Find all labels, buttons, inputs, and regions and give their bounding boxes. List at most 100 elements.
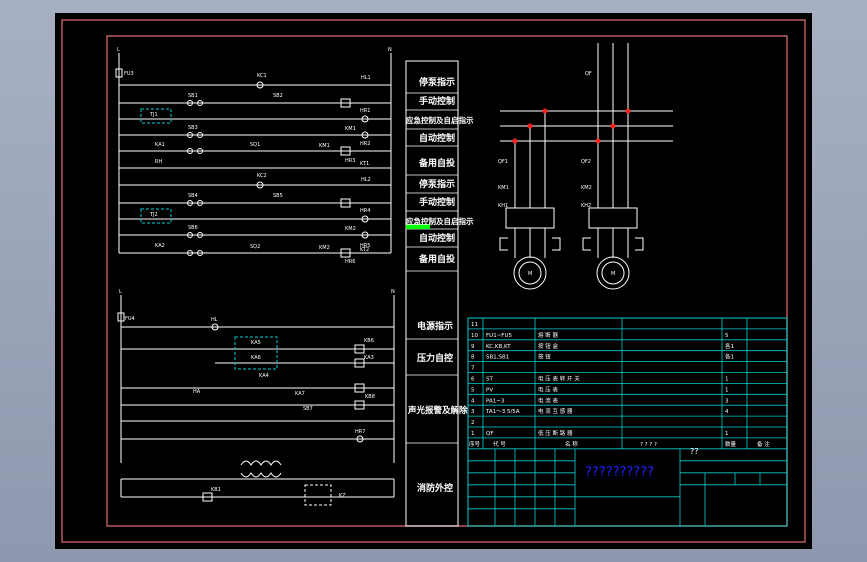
table-cell-code: SB1,SB1 xyxy=(486,355,509,361)
label-tj1: TJ1 xyxy=(149,112,158,118)
inner-frame xyxy=(106,35,788,527)
label-hr7: HR7 xyxy=(355,429,365,435)
label-n1: N xyxy=(388,47,392,53)
label-kc1: KC1 xyxy=(257,73,267,79)
lower-control-circuit xyxy=(117,295,395,506)
table-cell-name: 熔 断 器 xyxy=(538,331,558,339)
label-m1: M xyxy=(528,271,532,277)
motor-labels: QF QF1 QF2 KM1 KM2 KH1 KH2 M M xyxy=(498,71,615,277)
label-sb3: SB3 xyxy=(188,125,198,131)
side-label: 自动控制 xyxy=(419,232,455,244)
side-label-column: 停泵指示 手动控制 应急控制及自启指示 自动控制 备用自投 停泵指示 手动控制 … xyxy=(405,60,474,527)
label-sb5: SB5 xyxy=(273,193,283,199)
label-rh: RH xyxy=(155,159,162,165)
label-hl: HL xyxy=(211,317,218,323)
label-hr5: HR5 xyxy=(360,243,370,249)
label-km1: KM1 xyxy=(498,185,509,191)
side-label: 声光报警及解除 xyxy=(407,405,468,416)
label-km2: KM2 xyxy=(581,185,592,191)
motor-power-circuit xyxy=(499,43,673,290)
label-km1b: KM1 xyxy=(319,143,330,149)
table-cell-no: 5 xyxy=(471,387,475,393)
upper-control-circuit xyxy=(115,53,392,258)
side-label: 停泵指示 xyxy=(419,178,455,190)
label-kt1: KT1 xyxy=(360,161,369,167)
label-sq1: SQ1 xyxy=(250,142,260,148)
side-label: 备用自投 xyxy=(418,253,455,265)
table-cell-name: 电 流 互 感 器 xyxy=(538,407,573,415)
table-cell-qty: 各1 xyxy=(725,342,734,350)
label-hr3: HR3 xyxy=(345,158,355,164)
table-cell-name: 电 压 表 xyxy=(538,385,558,393)
table-cell-code: TA1～3 5/5A xyxy=(485,409,520,415)
label-l1: L xyxy=(117,47,120,53)
side-label: 应急控制及自启指示 xyxy=(406,216,474,226)
label-ka4: KA4 xyxy=(259,373,269,379)
title-text: ?????????? xyxy=(585,465,654,480)
side-label: 压力自控 xyxy=(417,352,453,364)
side-label: 电源指示 xyxy=(417,320,453,332)
label-tj2: TJ2 xyxy=(149,212,158,218)
label-ka7: KA7 xyxy=(295,391,305,397)
table-header-code: 代 号 xyxy=(493,440,506,448)
table-cell-code: ST xyxy=(486,377,493,383)
label-kh1: KH1 xyxy=(498,203,508,209)
label-m2: M xyxy=(611,271,615,277)
table-header-note: 备 注 xyxy=(757,440,770,448)
table-header-no: 序号 xyxy=(469,440,481,448)
table-cell-name: 电 压 表 转 开 关 xyxy=(538,375,580,383)
upper-labels: L N FU3 KC1 HL1 SB1 SB2 HR1 TJ1 SB3 KM1 … xyxy=(117,47,392,265)
side-label: 手动控制 xyxy=(419,196,455,208)
label-hr4: HR4 xyxy=(360,208,370,214)
schematic-svg: L N FU3 KC1 HL1 SB1 SB2 HR1 TJ1 SB3 KM1 … xyxy=(61,19,806,543)
label-sb4: SB4 xyxy=(188,193,198,199)
label-ka5: KA5 xyxy=(251,340,261,346)
label-kt2: KT2 xyxy=(360,247,369,253)
side-label: 手动控制 xyxy=(419,95,455,107)
side-label: 应急控制及自启指示 xyxy=(406,115,474,125)
table-cell-code: PA1~3 xyxy=(486,398,505,404)
table-cell-qty: 4 xyxy=(725,409,729,415)
label-kz: KZ xyxy=(339,493,346,499)
label-kh2: KH2 xyxy=(581,203,591,209)
table-cell-no: 3 xyxy=(471,409,475,415)
label-qf1: QF1 xyxy=(498,159,508,165)
label-qf: QF xyxy=(585,71,592,77)
label-hr6: HR6 xyxy=(345,259,355,265)
label-sb2: SB2 xyxy=(273,93,283,99)
table-cell-qty: 5 xyxy=(725,333,729,339)
label-sb7: SB7 xyxy=(303,406,313,412)
label-l2: L xyxy=(119,289,122,295)
table-header-spec: ? ? ? ? xyxy=(640,442,657,448)
table-cell-qty: 3 xyxy=(725,398,729,404)
label-hl1: HL1 xyxy=(361,75,371,81)
table-cell-name: 低 压 断 路 器 xyxy=(538,429,573,437)
label-ka3: KA3 xyxy=(364,355,374,361)
table-cell-name: 按 钮 xyxy=(538,353,551,361)
label-qf2: QF2 xyxy=(581,159,591,165)
table-cell-qty: 1 xyxy=(725,377,729,383)
table-header-qty: 数量 xyxy=(725,440,737,448)
table-cell-qty: 1 xyxy=(725,431,729,437)
table-cell-no: 11 xyxy=(471,322,478,328)
label-hr1: HR1 xyxy=(360,108,370,114)
lower-labels: L N FU4 HL KA5 KA6 KA4 KB6 KA3 HA KA7 SB… xyxy=(119,289,395,499)
label-hl2: HL2 xyxy=(361,177,371,183)
side-label: 备用自投 xyxy=(418,157,455,169)
table-cell-no: 8 xyxy=(471,355,475,361)
label-ka6: KA6 xyxy=(251,355,261,361)
label-ha: HA xyxy=(193,389,201,395)
table-cell-no: 2 xyxy=(471,420,475,426)
label-ka1: KA1 xyxy=(155,142,165,148)
table-cell-no: 1 xyxy=(471,431,475,437)
table-cell-code: FU1~FU5 xyxy=(486,333,512,339)
table-cell-code: KC,KB,KT xyxy=(486,344,511,350)
label-sb1: SB1 xyxy=(188,93,198,99)
table-cell-code: PV xyxy=(486,387,493,393)
side-label: 停泵指示 xyxy=(419,76,455,88)
outer-frame xyxy=(61,19,806,543)
table-cell-qty: 1 xyxy=(725,387,729,393)
table-header-name: 名 称 xyxy=(565,440,578,448)
junction-dots xyxy=(512,108,631,144)
